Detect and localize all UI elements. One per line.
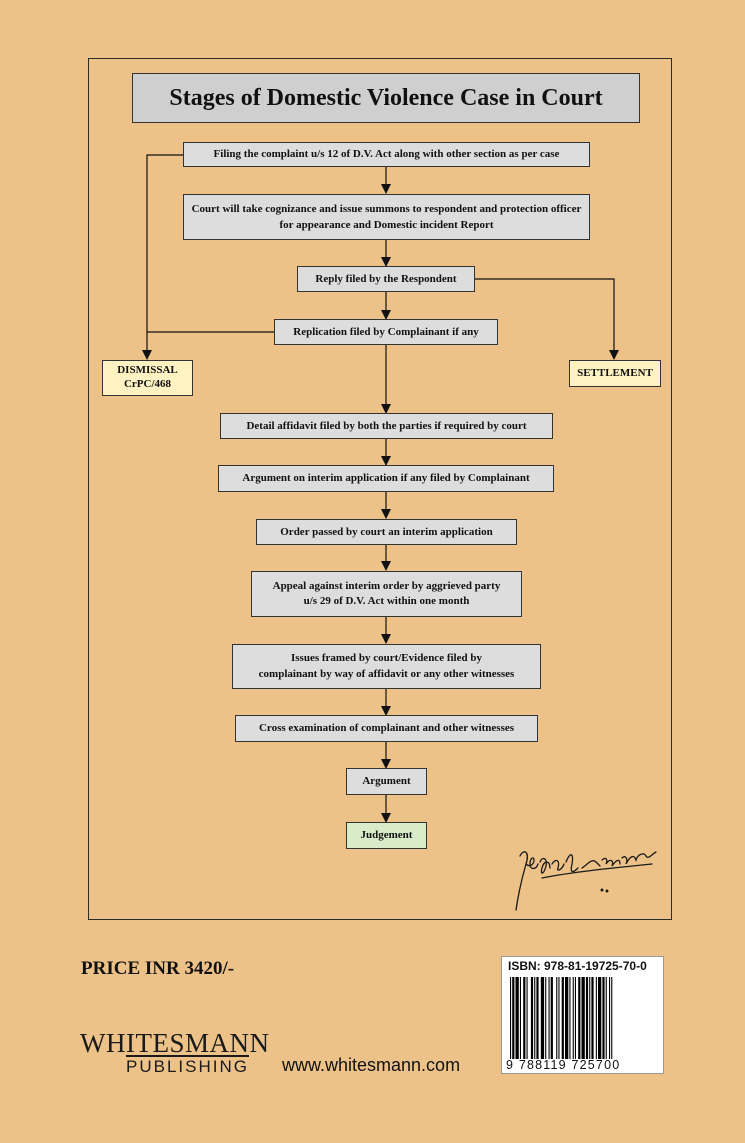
barcode-bar bbox=[585, 977, 589, 1059]
barcode-bar bbox=[510, 977, 512, 1059]
reply-text: Reply filed by the Respondent bbox=[315, 272, 457, 285]
barcode-bar bbox=[602, 977, 605, 1059]
barcode-bar bbox=[548, 977, 550, 1059]
argument-interim-text: Argument on interim application if any f… bbox=[242, 472, 530, 485]
barcode-bar bbox=[581, 977, 585, 1059]
appeal-text-line2: u/s 29 of D.V. Act within one month bbox=[303, 595, 470, 607]
barcode-bar bbox=[589, 977, 591, 1059]
barcode-bar bbox=[536, 977, 539, 1059]
dismissal-box: DISMISSAL CrPC/468 bbox=[102, 360, 193, 396]
filing-complaint-box: Filing the complaint u/s 12 of D.V. Act … bbox=[183, 142, 590, 167]
barcode-bar bbox=[512, 977, 515, 1059]
appeal-text-line1: Appeal against interim order by aggrieve… bbox=[272, 579, 501, 592]
barcode-bar bbox=[519, 977, 521, 1059]
barcode-digits: 9 788119 725700 bbox=[506, 1058, 621, 1072]
settlement-box: SETTLEMENT bbox=[569, 360, 661, 387]
diagram-title: Stages of Domestic Violence Case in Cour… bbox=[132, 73, 640, 123]
judgement-text: Judgement bbox=[360, 829, 413, 842]
publisher-logo: WHITESMANN PUBLISHING bbox=[80, 1028, 269, 1076]
barcode-bar bbox=[515, 977, 519, 1059]
barcode-bar bbox=[591, 977, 594, 1059]
appeal-box: Appeal against interim order by aggrieve… bbox=[251, 571, 522, 617]
barcode-bar bbox=[574, 977, 576, 1059]
argument-text: Argument bbox=[362, 775, 411, 788]
publisher-website: www.whitesmann.com bbox=[282, 1055, 461, 1075]
diagram-frame bbox=[88, 58, 672, 920]
arrow-filing-to-dismissal bbox=[142, 154, 183, 360]
price-label: PRICE INR 3420/- bbox=[81, 958, 235, 979]
order-interim-box: Order passed by court an interim applica… bbox=[256, 519, 517, 545]
barcode-bar bbox=[572, 977, 574, 1059]
argument-box: Argument bbox=[346, 768, 427, 795]
barcode-bar bbox=[611, 977, 613, 1059]
replication-box: Replication filed by Complainant if any bbox=[274, 319, 498, 345]
barcode-bar bbox=[556, 977, 558, 1059]
issues-text-line1: Issues framed by court/Evidence filed by bbox=[291, 652, 482, 665]
issues-box: Issues framed by court/Evidence filed by… bbox=[232, 644, 541, 689]
settlement-text: SETTLEMENT bbox=[577, 367, 653, 380]
order-interim-text: Order passed by court an interim applica… bbox=[280, 525, 493, 538]
dismissal-label: DISMISSAL bbox=[117, 364, 178, 377]
isbn-barcode: ISBN: 978-81-19725-70-0 9 788119 725700 bbox=[501, 956, 664, 1074]
barcode-bar bbox=[595, 977, 597, 1059]
cognizance-text: Court will take cognizance and issue sum… bbox=[191, 202, 582, 232]
reply-box: Reply filed by the Respondent bbox=[297, 266, 475, 292]
barcode-bars bbox=[510, 977, 613, 1059]
barcode-bar bbox=[530, 977, 534, 1059]
barcode-bar bbox=[558, 977, 560, 1059]
publisher-subname: PUBLISHING bbox=[126, 1055, 249, 1076]
barcode-bar bbox=[598, 977, 602, 1059]
barcode-bar bbox=[545, 977, 547, 1059]
filing-complaint-text: Filing the complaint u/s 12 of D.V. Act … bbox=[213, 148, 560, 161]
cognizance-box: Court will take cognizance and issue sum… bbox=[183, 194, 590, 240]
arrow-reply-to-settlement bbox=[475, 278, 619, 360]
replication-text: Replication filed by Complainant if any bbox=[293, 325, 479, 338]
barcode-bar bbox=[540, 977, 545, 1059]
affidavit-text: Detail affidavit filed by both the parti… bbox=[246, 419, 527, 432]
barcode-bar bbox=[550, 977, 553, 1059]
argument-interim-box: Argument on interim application if any f… bbox=[218, 465, 554, 492]
barcode-bar bbox=[565, 977, 569, 1059]
barcode-bar bbox=[523, 977, 526, 1059]
barcode-bar bbox=[561, 977, 564, 1059]
barcode-bar bbox=[534, 977, 536, 1059]
barcode-bar bbox=[526, 977, 528, 1059]
affidavit-box: Detail affidavit filed by both the parti… bbox=[220, 413, 553, 439]
isbn-label: ISBN: 978-81-19725-70-0 bbox=[508, 959, 647, 973]
barcode-bar bbox=[569, 977, 571, 1059]
judgement-box: Judgement bbox=[346, 822, 427, 849]
issues-text-line2: complainant by way of affidavit or any o… bbox=[258, 667, 515, 680]
barcode-bar bbox=[609, 977, 611, 1059]
publisher-name: WHITESMANN bbox=[80, 1028, 270, 1058]
handwritten-signature bbox=[515, 851, 657, 911]
cross-examination-box: Cross examination of complainant and oth… bbox=[235, 715, 538, 742]
barcode-bar bbox=[578, 977, 581, 1059]
barcode-bar bbox=[605, 977, 607, 1059]
cross-examination-text: Cross examination of complainant and oth… bbox=[258, 722, 515, 735]
dismissal-section: CrPC/468 bbox=[123, 378, 172, 390]
